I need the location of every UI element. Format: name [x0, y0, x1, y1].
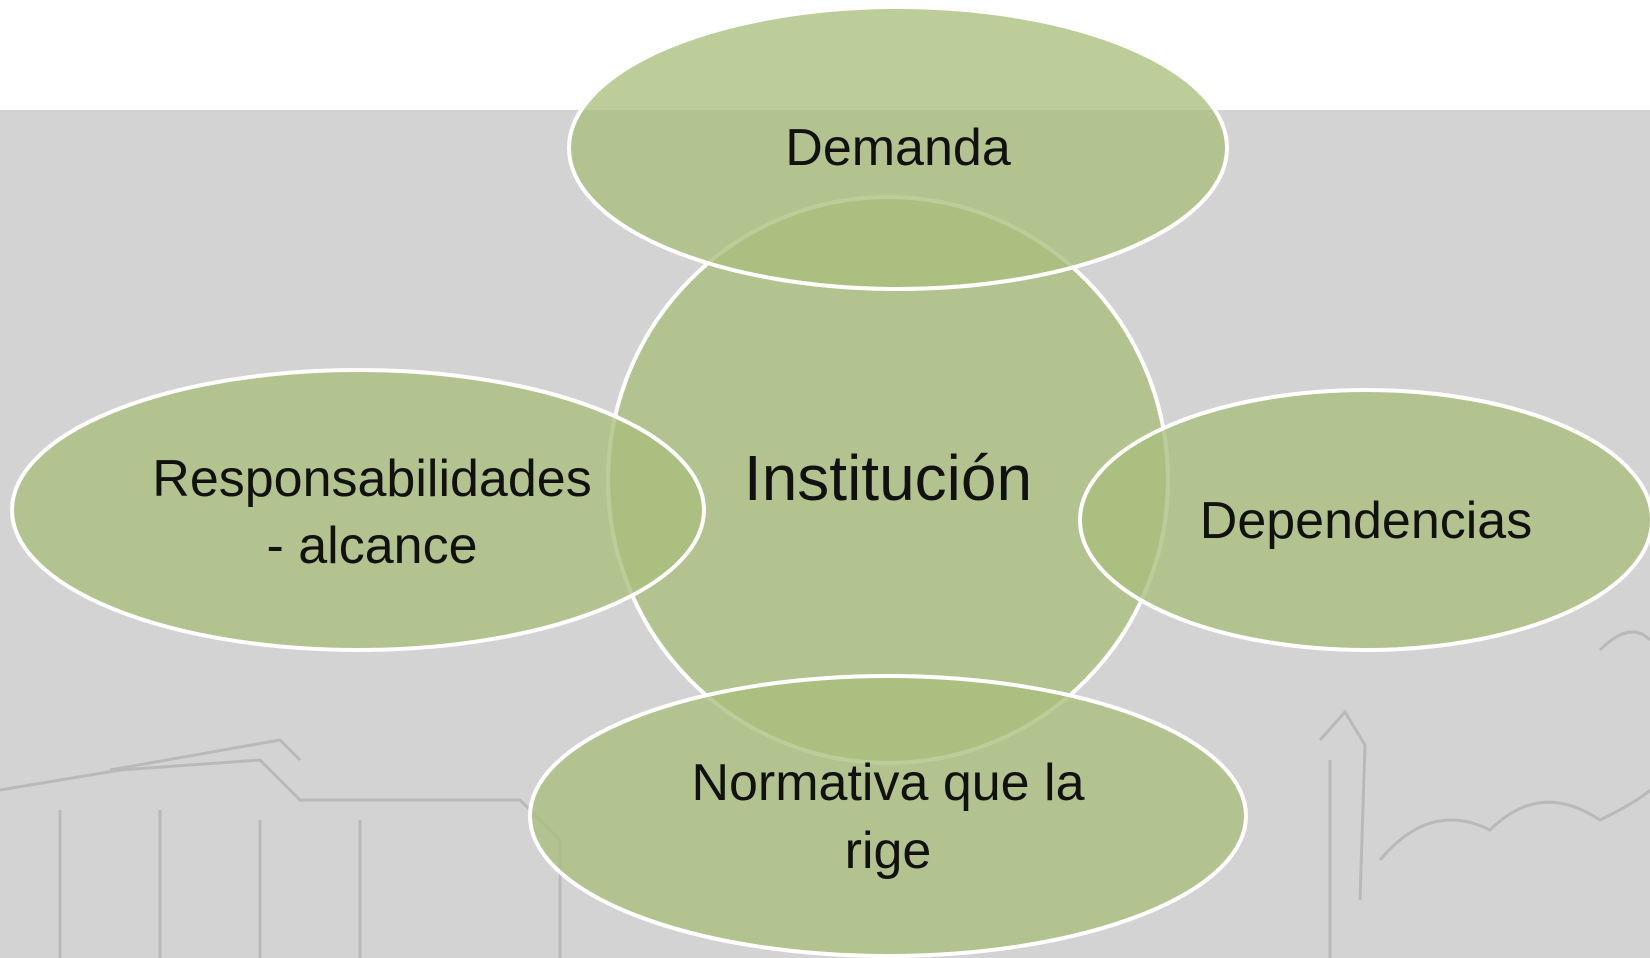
normativa-ellipse	[528, 674, 1248, 958]
responsabilidades-label-line2: - alcance	[267, 517, 478, 575]
dependencias-label: Dependencias	[1200, 492, 1532, 550]
demanda-ellipse	[567, 5, 1229, 291]
responsabilidades-label-line1: Responsabilidades	[152, 450, 591, 508]
dependencias-ellipse	[1078, 388, 1650, 652]
normativa-label-line1: Normativa que la	[691, 754, 1084, 812]
institucion-label: Institución	[744, 442, 1032, 514]
responsabilidades-ellipse	[10, 368, 706, 652]
normativa-label-line2: rige	[845, 822, 932, 880]
demanda-label: Demanda	[785, 119, 1011, 177]
